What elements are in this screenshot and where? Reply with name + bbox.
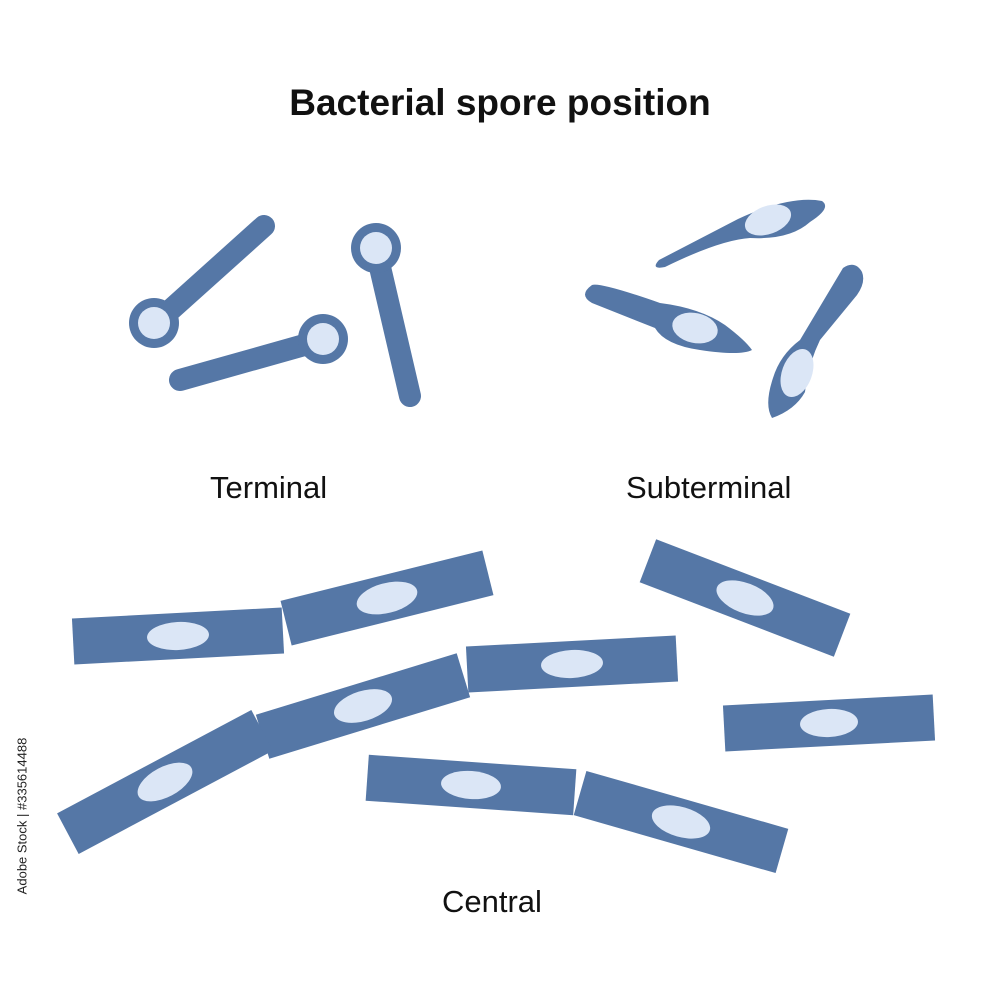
terminal-spore <box>138 307 170 339</box>
central-bacterium <box>639 539 851 657</box>
watermark: Adobe Stock | #335614488 <box>4 738 40 895</box>
central-bacterium <box>57 710 273 854</box>
central-bacterium <box>71 607 285 665</box>
central-spore <box>137 762 193 802</box>
subterminal-bacterium <box>768 264 864 418</box>
terminal-bacterium <box>169 314 348 391</box>
watermark-text: Adobe Stock | #335614488 <box>14 737 30 895</box>
subterminal-bacterium <box>585 284 752 353</box>
central-spore <box>716 580 774 616</box>
central-bacterium <box>722 694 936 752</box>
central-spore <box>541 649 603 679</box>
central-spore <box>800 708 858 738</box>
terminal-spore <box>360 232 392 264</box>
subterminal-spore <box>672 312 718 344</box>
subterminal-group <box>585 199 864 418</box>
terminal-group <box>129 215 421 407</box>
subterminal-spore <box>744 204 792 236</box>
central-spore <box>441 770 501 800</box>
central-group <box>57 539 936 874</box>
central-spore <box>147 621 209 651</box>
terminal-bacterium <box>129 215 275 348</box>
terminal-bacterium <box>351 223 421 407</box>
subterminal-spore <box>780 348 814 398</box>
central-bacterium <box>365 754 577 816</box>
terminal-spore <box>307 323 339 355</box>
central-spore <box>651 805 711 839</box>
central-bacterium <box>280 550 494 646</box>
terminal-label: Terminal <box>210 470 328 505</box>
central-label: Central <box>442 884 542 919</box>
subterminal-bacterium <box>655 199 826 268</box>
central-spore <box>333 689 393 723</box>
central-spore <box>356 581 418 615</box>
subterminal-label: Subterminal <box>626 470 792 505</box>
title: Bacterial spore position <box>289 82 711 123</box>
central-bacterium <box>255 653 471 759</box>
central-bacterium <box>465 635 679 693</box>
central-bacterium <box>573 770 789 874</box>
